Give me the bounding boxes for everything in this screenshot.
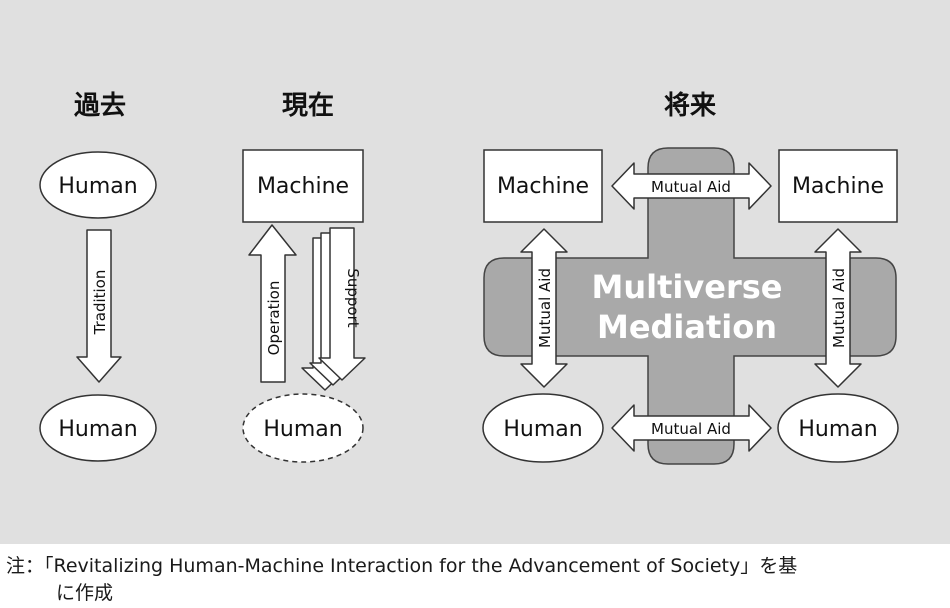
- future-human-left-node: [482, 393, 604, 463]
- mutual-aid-label-left: Mutual Aid: [536, 268, 554, 348]
- past-human-bottom-node: [39, 394, 157, 462]
- future-machine-right-node: [778, 149, 898, 223]
- heading-past: 過去: [74, 91, 126, 121]
- past-human-top-node: [39, 151, 157, 219]
- mediation-title-line2: Mediation: [597, 308, 777, 346]
- mediation-title-line1: Multiverse: [592, 268, 783, 306]
- panel-past: 過去 Human Tradition Human: [39, 91, 157, 462]
- past-human-bottom-label: Human: [58, 417, 137, 442]
- present-machine-label: Machine: [257, 174, 349, 199]
- mutual-aid-label-bottom: Mutual Aid: [651, 420, 731, 438]
- future-machine-right-label: Machine: [792, 174, 884, 199]
- panel-future: 将来 Multiverse Mediation Machine Machine …: [482, 91, 899, 465]
- present-human-label: Human: [263, 417, 342, 442]
- mutual-aid-arrow-left: [520, 228, 568, 388]
- heading-present: 現在: [282, 91, 334, 121]
- mutual-aid-label-top: Mutual Aid: [651, 178, 731, 196]
- source-note: 注：「Revitalizing Human-Machine Interactio…: [6, 553, 946, 607]
- mutual-aid-arrow-bottom: [611, 404, 772, 452]
- support-arrow: [318, 227, 366, 381]
- multiverse-mediation-cross: [483, 147, 897, 465]
- heading-future: 将来: [664, 91, 717, 121]
- source-note-line2: に作成: [56, 582, 114, 604]
- mutual-aid-arrow-top: [611, 162, 772, 210]
- present-machine-node: [242, 149, 364, 223]
- future-machine-left-node: [483, 149, 603, 223]
- tradition-arrow-label: Tradition: [91, 270, 109, 336]
- mutual-aid-arrow-right: [814, 228, 862, 388]
- operation-arrow: [248, 224, 297, 383]
- past-human-top-label: Human: [58, 174, 137, 199]
- diagram-figure: 過去 Human Tradition Human 現在 Machine Oper…: [0, 0, 950, 544]
- future-human-left-label: Human: [503, 417, 582, 442]
- panel-present: 現在 Machine Operation Support Human: [242, 91, 366, 463]
- future-human-right-node: [777, 393, 899, 463]
- future-machine-left-label: Machine: [497, 174, 589, 199]
- operation-arrow-label: Operation: [265, 281, 283, 356]
- source-note-line1: 注：「Revitalizing Human-Machine Interactio…: [6, 555, 798, 577]
- support-arrow-label: Support: [344, 268, 362, 327]
- present-human-node: [242, 393, 364, 463]
- mutual-aid-label-right: Mutual Aid: [830, 268, 848, 348]
- future-human-right-label: Human: [798, 417, 877, 442]
- tradition-arrow: [76, 229, 122, 383]
